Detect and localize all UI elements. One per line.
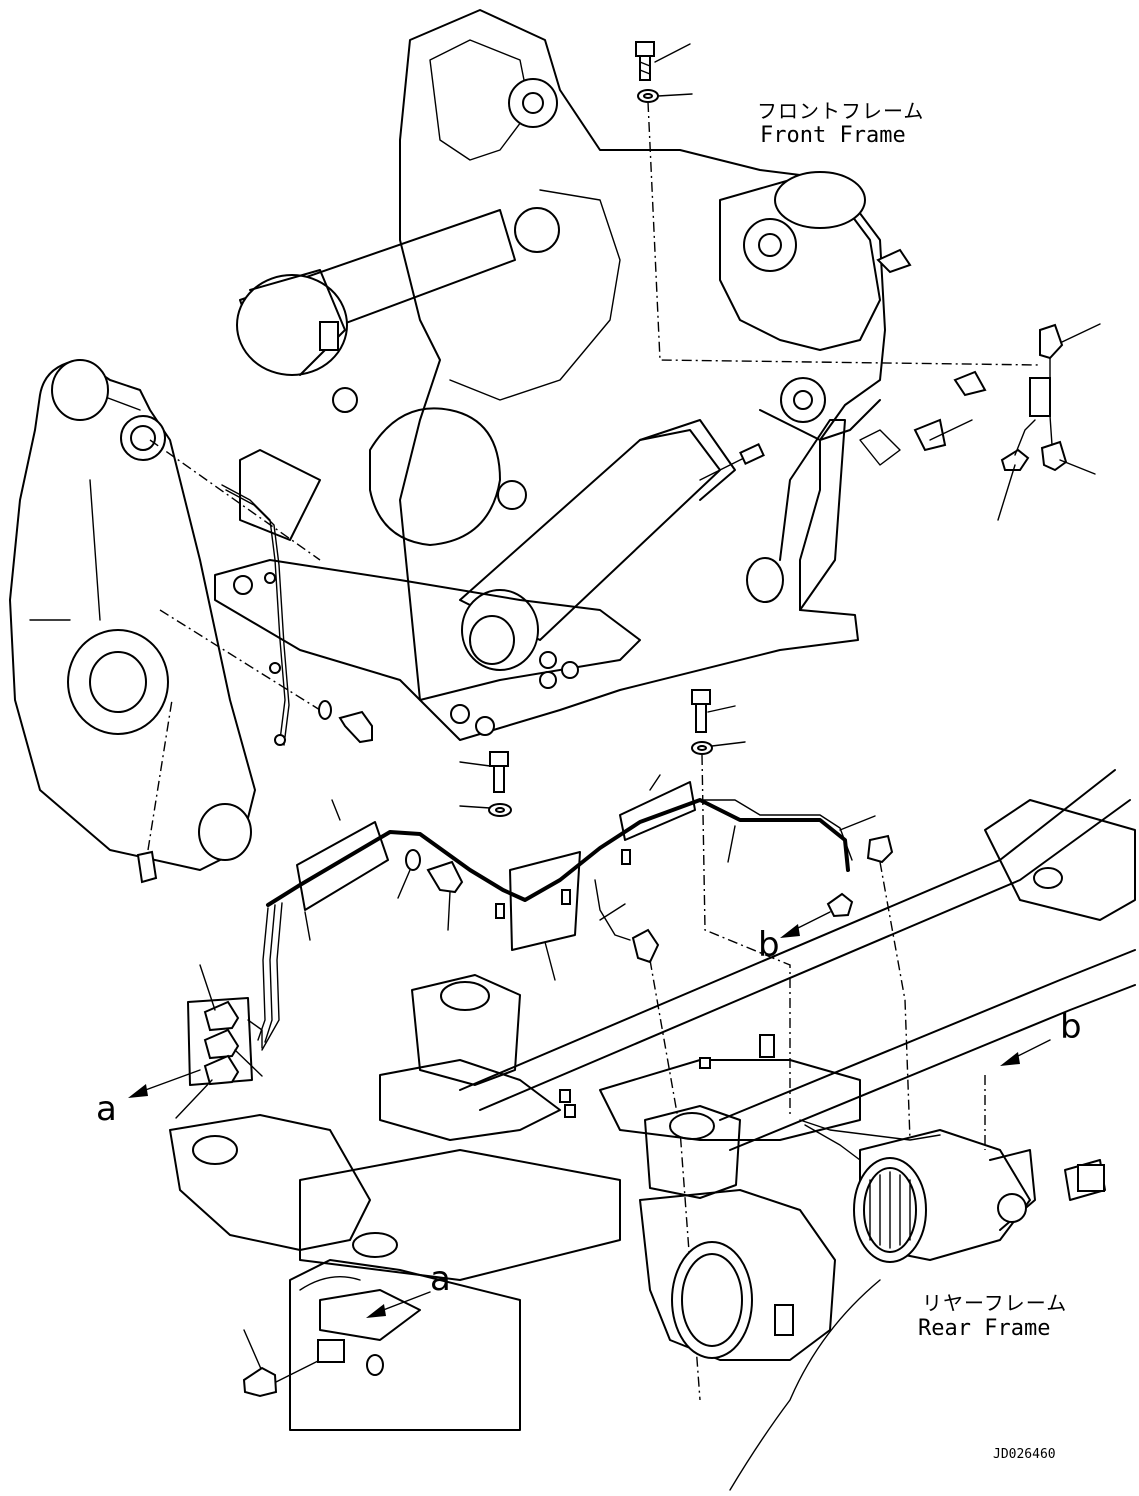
front-frame-label-jp: フロントフレーム <box>757 99 925 123</box>
elbow-fitting-b <box>826 892 854 918</box>
rear-frame-label-en: Rear Frame <box>918 1316 1051 1341</box>
pressure-sensor-2 <box>203 1028 240 1060</box>
pressure-sensor-1 <box>203 1000 240 1032</box>
reference-a-left: a <box>96 1089 117 1129</box>
reference-a-bottom: a <box>430 1259 451 1299</box>
pressure-sensor-3 <box>203 1054 240 1086</box>
front-frame-drawing <box>9 9 1068 884</box>
sensor-fitting-2 <box>1040 415 1068 472</box>
arrow-a-left <box>128 1069 201 1098</box>
rear-frame-drawing <box>169 769 1136 1491</box>
sensor-fitting-1 <box>1039 323 1064 381</box>
bolt-hose-clamp <box>426 860 464 894</box>
reference-b-center: b <box>758 925 780 965</box>
front-frame-label-en: Front Frame <box>760 123 906 148</box>
bolt-front-top <box>635 41 655 81</box>
arrow-b-center <box>780 911 831 938</box>
bolt-center-right <box>691 689 711 733</box>
elbow-fitting-right <box>866 834 894 864</box>
bolt-center-left <box>489 751 509 793</box>
drawing-code: JD026460 <box>993 1447 1056 1462</box>
bottom-sensor-fitting <box>242 1339 345 1398</box>
rear-frame-label-jp: リヤーフレーム <box>922 1291 1068 1315</box>
reference-b-right: b <box>1060 1007 1082 1047</box>
hose-assembly <box>128 689 1051 1401</box>
arrow-a-bottom <box>366 1291 431 1318</box>
arrow-b-right <box>1000 1039 1051 1066</box>
elbow-fitting-center <box>631 928 660 964</box>
